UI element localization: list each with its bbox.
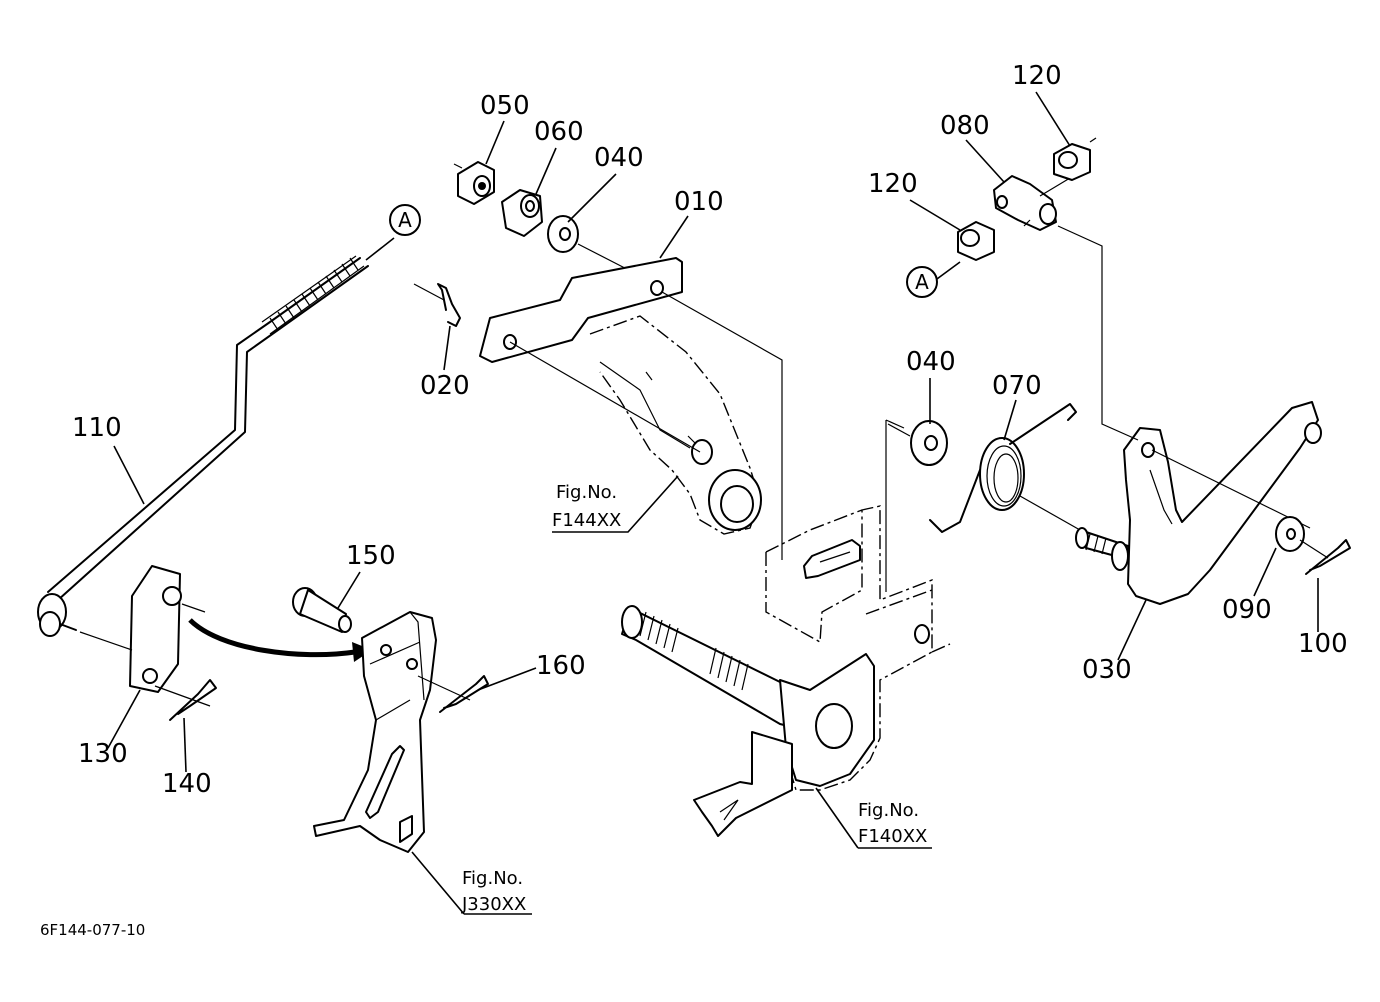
- label-040-upper: 040: [594, 143, 644, 173]
- washer-040-lower: [910, 420, 948, 466]
- label-020: 020: [420, 371, 470, 401]
- connector-a-top-label: A: [398, 208, 412, 232]
- label-100: 100: [1298, 629, 1348, 659]
- fig-ref-f144-code: F144XX: [552, 510, 621, 531]
- fig-ref-j330-code: J330XX: [461, 894, 526, 915]
- washer-040-upper: [547, 215, 579, 253]
- clip-020: [413, 283, 461, 327]
- label-120-lower: 120: [868, 169, 918, 199]
- clip-100: [1299, 539, 1351, 575]
- fig-ref-j330-prefix: Fig.No.: [462, 868, 523, 889]
- fig-ref-leaders: [411, 475, 932, 915]
- fig-ref-f140-prefix: Fig.No.: [858, 800, 919, 821]
- fig-ref-f140-code: F140XX: [858, 826, 927, 847]
- connector-a-right: A: [906, 266, 938, 298]
- label-030: 030: [1082, 655, 1132, 685]
- nut-050: [457, 161, 495, 205]
- label-120-upper: 120: [1012, 61, 1062, 91]
- control-rod-110: [37, 255, 369, 637]
- arm-010: [479, 257, 683, 363]
- shaft-arm-f144: [509, 315, 762, 535]
- label-090: 090: [1222, 595, 1272, 625]
- clip-160: [417, 675, 489, 713]
- fig-ref-f140: Fig.No. F140XX: [858, 800, 927, 847]
- stud-bolt: [1075, 527, 1131, 571]
- rod-thread: [261, 255, 365, 335]
- clip-140: [154, 679, 217, 721]
- lower-assembly-f140: [765, 419, 951, 791]
- pin-150: [292, 587, 352, 633]
- label-110: 110: [72, 413, 122, 443]
- fig-ref-f144-prefix: Fig.No.: [556, 482, 617, 503]
- part-labels: 050 060 040 010 020 120 080 120 040 070 …: [72, 61, 1348, 799]
- bushing-060: [501, 189, 543, 237]
- fig-ref-j330: Fig.No. J330XX: [461, 868, 526, 915]
- label-150: 150: [346, 541, 396, 571]
- label-160: 160: [536, 651, 586, 681]
- diagram-id: 6F144-077-10: [40, 921, 145, 939]
- lever-030: [1123, 401, 1322, 605]
- label-130: 130: [78, 739, 128, 769]
- fig-ref-f144: Fig.No. F144XX: [552, 482, 621, 531]
- bracket-j330: [313, 611, 437, 853]
- connector-a-right-label: A: [915, 270, 929, 294]
- pivot-080: [993, 175, 1071, 231]
- nut-120-lower: [957, 221, 995, 261]
- link-plate-130: [79, 565, 206, 693]
- label-040-lower: 040: [906, 347, 956, 377]
- label-070: 070: [992, 371, 1042, 401]
- label-050: 050: [480, 91, 530, 121]
- label-080: 080: [940, 111, 990, 141]
- connector-a-top: A: [389, 204, 421, 236]
- label-060: 060: [534, 117, 584, 147]
- threaded-shaft: [621, 605, 875, 837]
- spring-070: [929, 403, 1081, 533]
- label-010: 010: [674, 187, 724, 217]
- nut-120-upper: [1053, 137, 1097, 181]
- label-140: 140: [162, 769, 212, 799]
- washer-090: [1275, 516, 1305, 552]
